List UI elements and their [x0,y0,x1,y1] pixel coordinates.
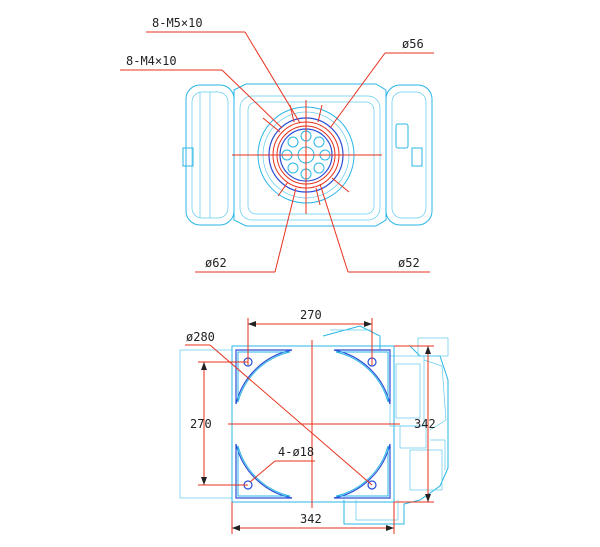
top-leaders [120,31,434,273]
label-dia-280: ø280 [186,330,215,344]
label-width-270: 270 [300,308,322,322]
label-8-m5x10: 8-M5×10 [152,16,203,30]
dim-top-270 [247,318,373,365]
top-center-body [233,83,387,227]
label-height-270: 270 [190,417,212,431]
label-width-342: 342 [300,512,322,526]
label-8-m4x10: 8-M4×10 [126,54,177,68]
label-4-dia-18: 4-ø18 [278,445,314,459]
dim-bottom-342 [231,502,395,534]
top-left-block [182,84,235,226]
bottom-machine-outline [179,325,449,525]
bottom-view: ø280 270 270 342 342 4-ø18 [179,308,449,534]
label-height-342: 342 [414,417,436,431]
top-view: 8-M5×10 8-M4×10 ø56 ø62 ø52 [120,16,434,273]
dim-right-342 [394,345,434,503]
corner-blocks [235,349,391,499]
label-dia-62: ø62 [205,256,227,270]
dim-left-270 [198,361,248,486]
label-dia-52: ø52 [398,256,420,270]
top-right-block [385,84,433,226]
label-dia-56: ø56 [402,37,424,51]
